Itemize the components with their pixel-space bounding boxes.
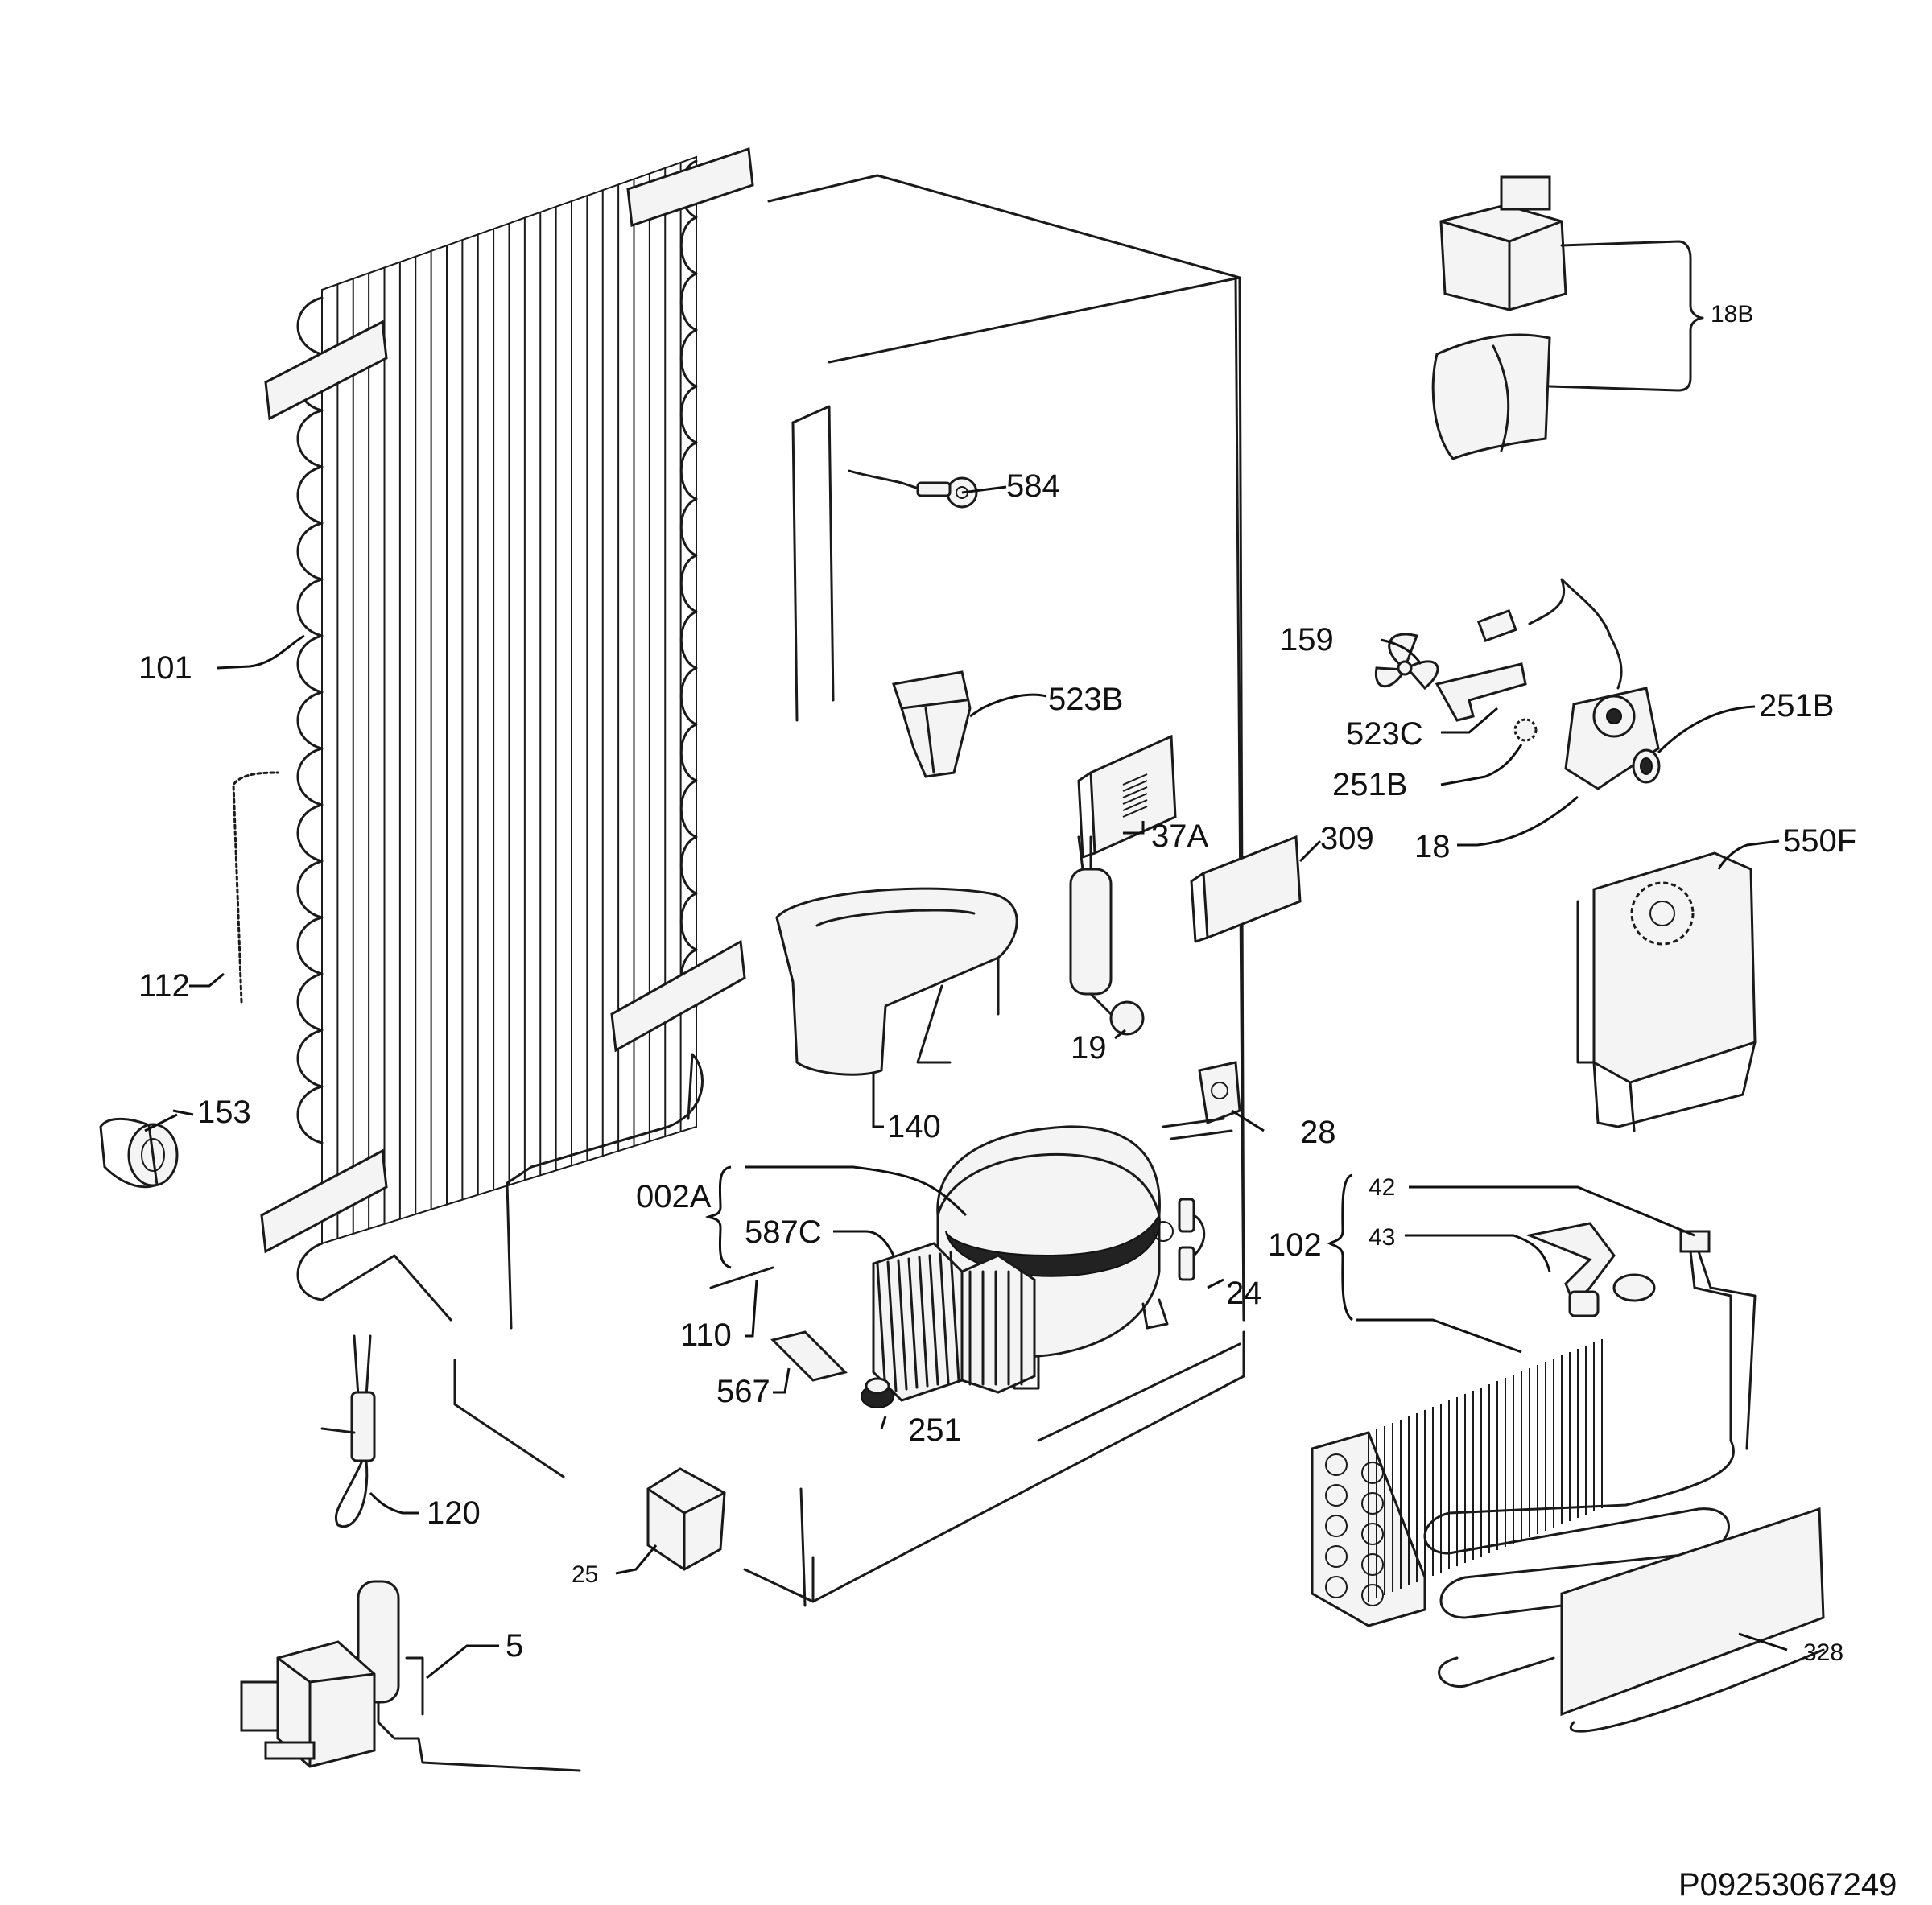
drawing-stroke	[1122, 780, 1148, 792]
cabinet-outline	[453, 174, 1245, 1607]
part-523B-clip	[892, 670, 972, 778]
part-labels: 101 112 153 120 5 25 584 523B 37A 309 19…	[138, 301, 1897, 1903]
tube-end	[1361, 1462, 1384, 1484]
part-25-cover	[646, 1467, 726, 1571]
drawing-stroke	[1122, 773, 1148, 786]
leader-lines	[144, 485, 1788, 1680]
label-102: 102	[1268, 1227, 1322, 1263]
part-110-strip	[709, 1266, 774, 1289]
part-112-tube	[232, 771, 279, 1004]
drawing-stroke	[1122, 793, 1148, 805]
part-120-sensor	[320, 1334, 376, 1528]
label-587C: 587C	[745, 1214, 822, 1250]
label-43: 43	[1368, 1224, 1395, 1251]
drawing-stroke	[1122, 806, 1148, 818]
part-28-bracket	[1162, 1061, 1241, 1140]
part-5-drier-valve	[240, 1580, 581, 1772]
label-251: 251	[908, 1412, 962, 1448]
label-101: 101	[138, 650, 192, 686]
part-251B-gear-left	[1513, 718, 1538, 742]
drawing-stroke	[1122, 799, 1148, 811]
label-523B: 523B	[1048, 682, 1123, 717]
drawing-stroke	[949, 1251, 960, 1383]
label-42: 42	[1368, 1174, 1395, 1201]
label-567: 567	[716, 1374, 770, 1409]
label-120: 120	[427, 1495, 481, 1531]
drawing-stroke	[886, 1260, 898, 1392]
label-550F: 550F	[1783, 823, 1856, 859]
drawing-stroke	[918, 1256, 929, 1388]
drawing-stroke	[897, 1259, 908, 1391]
part-140-tray	[775, 887, 1018, 1076]
part-309-module	[1190, 835, 1302, 943]
part-159-fan-blade	[1374, 633, 1439, 691]
part-18B-fan-assembly	[1431, 175, 1704, 460]
part-584-sensor	[848, 469, 978, 509]
label-251B-right: 251B	[1759, 688, 1834, 724]
part-567-plate	[770, 1330, 848, 1382]
label-328: 328	[1803, 1639, 1843, 1666]
part-251B-grommet-right	[1632, 748, 1661, 784]
tube-end	[1361, 1553, 1384, 1576]
part-587C-heatsink	[872, 1242, 1036, 1402]
part-24-clips	[1178, 1198, 1206, 1281]
drawing-code: P09253067249	[1678, 1867, 1897, 1903]
part-102-evaporator	[1311, 1230, 1757, 1689]
label-112: 112	[138, 968, 190, 1004]
tube-end	[1325, 1545, 1348, 1568]
tube-end	[1361, 1584, 1384, 1606]
part-251-grommet	[861, 1377, 894, 1408]
tube-end	[1325, 1453, 1348, 1476]
part-43-bracket	[1525, 1222, 1656, 1317]
tube-end	[1325, 1576, 1348, 1598]
part-153-grommet	[99, 1117, 179, 1189]
drawing-stroke	[1122, 786, 1148, 798]
label-5: 5	[506, 1628, 523, 1664]
label-25: 25	[572, 1561, 598, 1588]
label-28: 28	[1300, 1115, 1336, 1150]
label-18B: 18B	[1711, 301, 1753, 328]
label-37A: 37A	[1151, 818, 1208, 854]
drawing-stroke	[907, 1257, 919, 1389]
label-110: 110	[680, 1317, 732, 1353]
tube-end	[1361, 1523, 1384, 1545]
tube-end	[1361, 1492, 1384, 1515]
label-153: 153	[197, 1095, 251, 1130]
label-19: 19	[1071, 1030, 1107, 1066]
label-584: 584	[1006, 468, 1060, 504]
condenser-101	[260, 146, 754, 1330]
part-37A-module	[1077, 734, 1177, 859]
label-159: 159	[1280, 622, 1334, 658]
tube-end	[1325, 1484, 1348, 1507]
label-309: 309	[1320, 821, 1374, 856]
drawing-stroke	[928, 1254, 939, 1386]
drawing-stroke	[939, 1252, 950, 1384]
tube-end	[1325, 1515, 1348, 1537]
drawing-stroke	[876, 1262, 887, 1394]
label-140: 140	[887, 1109, 941, 1144]
part-19-heater	[1069, 835, 1145, 1036]
part-523C-bracket	[1435, 662, 1527, 722]
label-18: 18	[1414, 829, 1451, 864]
part-328-heater-plate	[1560, 1507, 1825, 1733]
label-251B-left: 251B	[1332, 767, 1407, 802]
part-550F-fan-cover	[1576, 851, 1757, 1132]
label-24: 24	[1226, 1276, 1262, 1311]
label-523C: 523C	[1346, 716, 1423, 752]
label-002A: 002A	[636, 1179, 712, 1214]
